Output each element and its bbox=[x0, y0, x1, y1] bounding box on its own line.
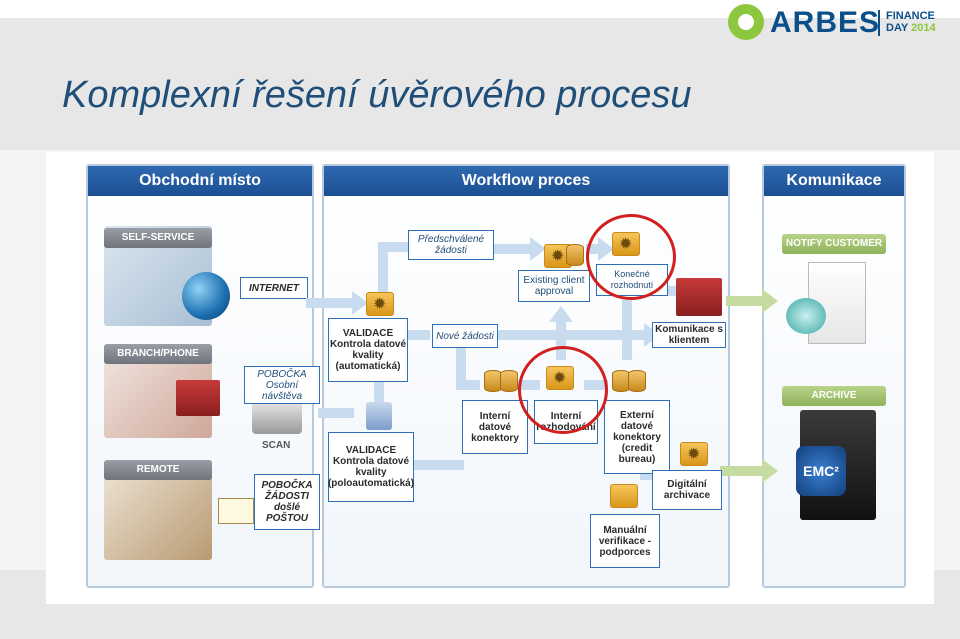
user-icon bbox=[366, 402, 392, 430]
box-pobocka-post: POBOČKA ŽÁDOSTI došlé POŠTOU bbox=[254, 474, 320, 530]
internal-db-icon-2 bbox=[500, 370, 518, 392]
scanner-icon bbox=[252, 398, 302, 434]
tag-branch-phone: BRANCH/PHONE bbox=[104, 344, 212, 364]
arrow-head bbox=[530, 237, 546, 261]
tag-remote: REMOTE bbox=[104, 460, 212, 480]
arrow-head bbox=[762, 289, 778, 313]
top-strip bbox=[0, 0, 960, 18]
column-header-left: Obchodní místo bbox=[88, 166, 312, 196]
box-internet: INTERNET bbox=[240, 277, 308, 299]
box-internal-connectors: Interní datové konektory bbox=[462, 400, 528, 454]
arrow-final-folder bbox=[646, 286, 698, 296]
box-external-connectors: Externí datové konektory (credit bureau) bbox=[604, 400, 670, 474]
arrow-to-preapproved bbox=[378, 242, 408, 252]
arrow-validace-new bbox=[408, 330, 430, 340]
logo-day: DAY bbox=[886, 22, 909, 34]
envelope-icon bbox=[218, 498, 254, 524]
logo-separator bbox=[878, 10, 880, 36]
box-validace-auto: VALIDACE Kontrola datové kvality (automa… bbox=[328, 318, 408, 382]
highlight-final-decision bbox=[586, 214, 676, 300]
arrow-up-preapproved bbox=[378, 242, 388, 292]
arrow-internet-validace bbox=[306, 298, 354, 308]
external-db-icon-2 bbox=[628, 370, 646, 392]
box-validace-semi: VALIDACE Kontrola datové kvality (poloau… bbox=[328, 432, 414, 502]
arrow-to-notify bbox=[726, 296, 764, 306]
arbes-logo-icon bbox=[728, 4, 764, 40]
arrow-head bbox=[762, 459, 778, 483]
arrow-scan-semi bbox=[318, 408, 354, 418]
box-pobocka-visit: POBOČKA Osobní návštěva bbox=[244, 366, 320, 404]
arrow-preapproved-existing bbox=[492, 244, 532, 254]
existing-db-icon bbox=[566, 244, 584, 266]
column-header-middle: Workflow proces bbox=[324, 166, 728, 196]
top-band bbox=[0, 0, 960, 150]
scan-label: SCAN bbox=[262, 440, 291, 451]
column-komunikace: Komunikace bbox=[762, 164, 906, 588]
emc-logo: EMC² bbox=[796, 446, 846, 496]
arrow-new-down bbox=[456, 344, 466, 380]
slide-title: Komplexní řešení úvěrového procesu bbox=[62, 74, 692, 116]
arrow-head bbox=[352, 291, 368, 315]
arrow-new-clientcomm bbox=[498, 330, 648, 340]
arrow-to-archive bbox=[720, 466, 764, 476]
arrow-semi-internal bbox=[408, 460, 464, 470]
box-existing-client: Existing client approval bbox=[518, 270, 590, 302]
arrow-decision-up bbox=[556, 320, 566, 360]
box-client-communication: Komunikace s klientem bbox=[652, 322, 726, 348]
tag-archive: ARCHIVE bbox=[782, 386, 886, 406]
tag-notify-customer: NOTIFY CUSTOMER bbox=[782, 234, 886, 254]
box-new-requests: Nové žádosti bbox=[432, 324, 498, 348]
box-manual-verification: Manuální verifikace - podporces bbox=[590, 514, 660, 568]
logo-finance: FINANCE bbox=[886, 10, 935, 22]
globe-icon bbox=[182, 272, 230, 320]
validation-gear-icon bbox=[366, 292, 394, 316]
box-digital-archive: Digitální archivace bbox=[652, 470, 722, 510]
disc-icon bbox=[786, 298, 826, 334]
logo-year: 2014 bbox=[911, 22, 936, 34]
box-preapproved: Předschválené žádosti bbox=[408, 230, 494, 260]
arrow-head-up bbox=[549, 306, 573, 322]
highlight-internal-decision bbox=[518, 346, 608, 434]
column-header-right: Komunikace bbox=[764, 166, 904, 196]
logo-event: FINANCE DAY 2014 bbox=[886, 10, 936, 34]
arrow-external-up bbox=[622, 300, 632, 360]
folder-icon bbox=[176, 380, 220, 416]
arrow-to-internal-db bbox=[456, 380, 480, 390]
arrow-validace-semi bbox=[374, 372, 384, 402]
logo-brand: ARBES bbox=[770, 6, 881, 39]
tag-self-service: SELF-SERVICE bbox=[104, 228, 212, 248]
archive-gear-icon bbox=[680, 442, 708, 466]
folder-icon-right bbox=[676, 278, 722, 316]
manual-tools-icon bbox=[610, 484, 638, 508]
